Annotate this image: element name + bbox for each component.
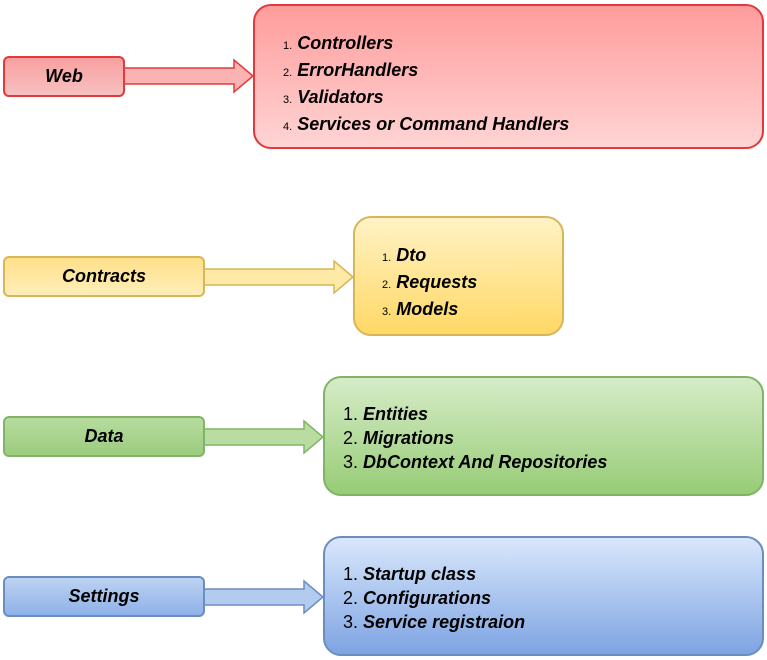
contracts-content-box: 1. Dto 2. Requests 3. Models: [353, 216, 564, 336]
data-content-box: 1. Entities 2. Migrations 3. DbContext A…: [323, 376, 764, 496]
list-item: 3. DbContext And Repositories: [343, 452, 608, 472]
settings-label-text: Settings: [68, 586, 140, 606]
list-item: 3. Models: [382, 299, 459, 319]
list-item: 2. Configurations: [343, 588, 492, 608]
web-content-box: 1. Controllers 2. ErrorHandlers 3. Valid…: [253, 4, 764, 149]
list-item: 3. Validators: [283, 87, 384, 107]
web-arrow: [123, 58, 255, 94]
list-item: 2. Migrations: [343, 428, 455, 448]
data-label-text: Data: [84, 426, 124, 446]
list-item: 2. ErrorHandlers: [283, 60, 419, 80]
list-item: 2. Requests: [382, 272, 478, 292]
settings-content-box: 1. Startup class 2. Configurations 3. Se…: [323, 536, 764, 656]
list-item: 4. Services or Command Handlers: [283, 114, 570, 134]
list-item: 1. Entities: [343, 404, 429, 424]
settings-item-list: 1. Startup class 2. Configurations 3. Se…: [343, 562, 525, 634]
data-item-list: 1. Entities 2. Migrations 3. DbContext A…: [343, 402, 607, 474]
data-arrow: [203, 419, 325, 455]
contracts-label: Contracts: [3, 256, 205, 297]
contracts-arrow: [203, 259, 355, 295]
web-item-list: 1. Controllers 2. ErrorHandlers 3. Valid…: [283, 31, 569, 139]
list-item: 1. Startup class: [343, 564, 477, 584]
web-label: Web: [3, 56, 125, 97]
web-label-text: Web: [45, 66, 83, 86]
list-item: 1. Controllers: [283, 33, 394, 53]
settings-arrow: [203, 579, 325, 615]
contracts-label-text: Contracts: [61, 266, 146, 286]
list-item: 3. Service registraion: [343, 612, 526, 632]
data-label: Data: [3, 416, 205, 457]
list-item: 1. Dto: [382, 245, 427, 265]
contracts-item-list: 1. Dto 2. Requests 3. Models: [382, 243, 477, 324]
settings-label: Settings: [3, 576, 205, 617]
